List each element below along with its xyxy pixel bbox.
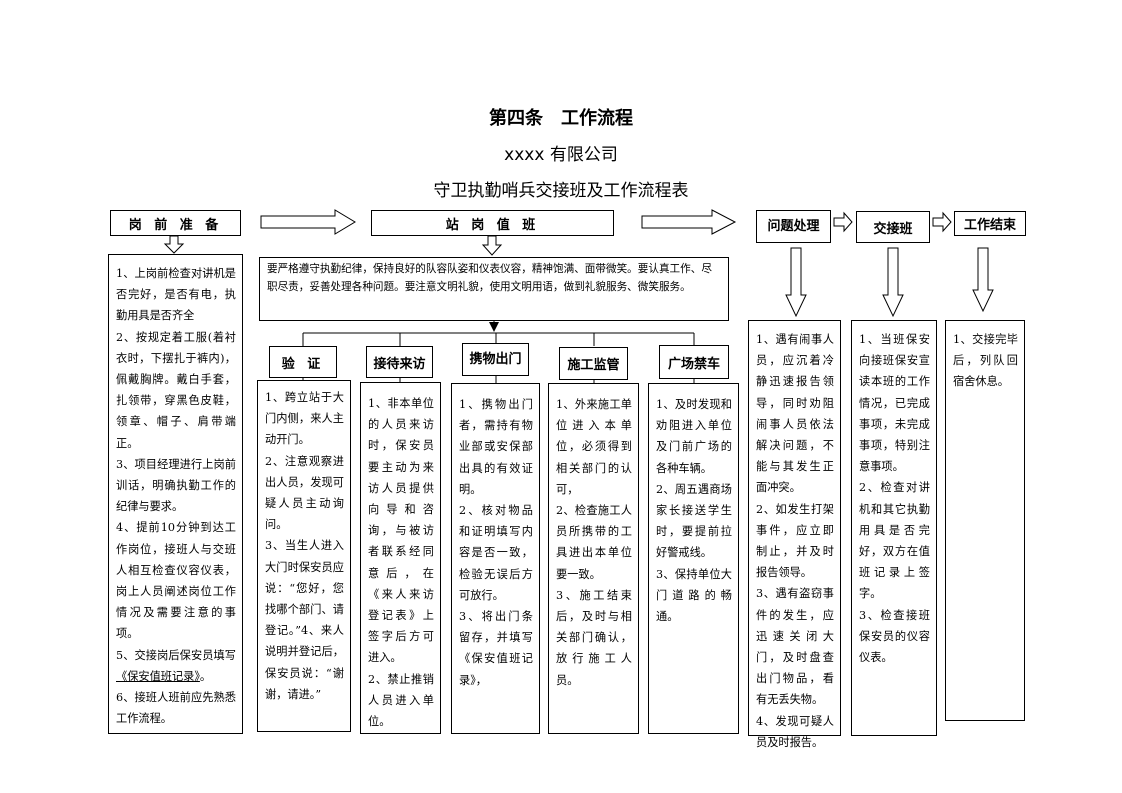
construction-list: 1、外来施工单位进入本单位，必须得到相关部门的认可， 2、检查施工人员所携带的工… [548, 383, 639, 734]
list-item: 2、按规定着工服(着衬衣时，下摆扎于裤内)，佩戴胸牌。戴白手套，扎领带，穿黑色皮… [116, 330, 236, 450]
company-name: xxxx 有限公司 [504, 145, 618, 165]
list-item: 1、遇有闹事人员，应沉着冷静迅速报告领导，同时劝阻闹事人员依法解决问题，不能与其… [756, 333, 834, 495]
list-item-text: 5、交接岗后保安员填写 [116, 648, 236, 662]
list-item: 1、上岗前检查对讲机是否完好，是否有电，执勤用具是否齐全 [116, 267, 236, 323]
list-item: 4、提前10分钟到达工作岗位，接班人与交班人相互检查仪容仪表，岗上人员阐述岗位工… [116, 521, 236, 641]
substage-goods: 携物出门 [462, 343, 529, 376]
substage-construction: 施工监管 [559, 347, 628, 380]
problem-list: 1、遇有闹事人员，应沉着冷静迅速报告领导，同时劝阻闹事人员依法解决问题，不能与其… [748, 320, 841, 749]
list-item: 1、携物出门者，需持有物业部或安保部出具的有效证明。 [459, 398, 533, 496]
down-arrow-icon [882, 247, 904, 318]
duty-requirements: 要严格遵守执勤纪律，保持良好的队容队姿和仪表仪容，精神饱满、面带微笑。要认真工作… [259, 257, 729, 321]
end-list: 1、交接完毕后，列队回宿舍休息。 [945, 320, 1025, 721]
list-item: 2、禁止推销人员进入单位。 [368, 672, 434, 729]
list-item: 1、交接完毕后，列队回宿舍休息。 [953, 333, 1018, 389]
list-item: 2、周五遇商场家长接送学生时，要提前拉好警戒线。 [656, 482, 732, 560]
plaza-list: 1、及时发现和劝阻进入单位及门前广场的各种车辆。 2、周五遇商场家长接送学生时，… [648, 383, 739, 734]
list-item: 1、外来施工单位进入本单位，必须得到相关部门的认可， [556, 398, 632, 496]
article-title: 第四条 工作流程 [489, 108, 633, 129]
list-item-text: 。 [199, 669, 212, 683]
right-arrow-icon [932, 211, 952, 233]
visitor-list: 1、非本单位的人员来访时，保安员要主动为来访人员提供向导和咨询，与被访者联系经同… [360, 382, 441, 734]
list-item: 1、跨立站于大门内侧，来人主动开门。 [265, 391, 344, 447]
list-item: 3、施工结束后，及时与相关部门确认，放行施工人员。 [556, 588, 632, 687]
stage-end: 工作结束 [954, 211, 1026, 236]
list-item: 1、及时发现和劝阻进入单位及门前广场的各种车辆。 [656, 398, 732, 475]
list-item: 6、接班人班前应先熟悉工作流程。 [116, 691, 236, 726]
down-arrow-icon [481, 235, 503, 256]
right-arrow-icon [833, 211, 853, 233]
stage-on-duty: 站 岗 值 班 [371, 210, 614, 236]
down-arrow-icon [972, 247, 994, 313]
goods-list: 1、携物出门者，需持有物业部或安保部出具的有效证明。 2、核对物品和证明填写内容… [451, 383, 540, 734]
arrow-head-icon [489, 322, 499, 332]
list-item: 3、保持单位大门道路的畅通。 [656, 567, 732, 624]
stage-pre-post: 岗 前 准 备 [110, 210, 241, 236]
list-item: 3、将出门条留存，并填写《保安值班记录》， [459, 610, 533, 687]
list-item: 3、检查接班保安员的仪容仪表。 [859, 608, 930, 665]
stage-problem: 问题处理 [756, 210, 831, 243]
list-item: 2、检查对讲机和其它执勤用具是否完好，双方在值班记录上签字。 [859, 481, 930, 601]
list-item: 5、交接岗后保安员填写《保安值班记录》。 [116, 645, 236, 687]
list-item: 2、核对物品和证明填写内容是否一致，检验无误后方可放行。 [459, 504, 533, 602]
down-arrow-icon [785, 247, 807, 318]
list-item: 2、检查施工人员所携带的工具进出本单位要一致。 [556, 504, 632, 581]
substage-verify: 验 证 [269, 346, 337, 378]
pre-post-list: 1、上岗前检查对讲机是否完好，是否有电，执勤用具是否齐全 2、按规定着工服(着衬… [108, 254, 243, 734]
list-item: 3、遇有盗窃事件的发生，应迅速关闭大门，及时盘查出门物品，看有无丢失物。 [756, 587, 834, 707]
substage-visitors: 接待来访 [366, 346, 433, 378]
down-arrow-icon [163, 235, 185, 254]
handover-list: 1、当班保安向接班保安宣读本班的工作情况，已完成事项，未完成事项，特别注意事项。… [851, 320, 937, 736]
list-item: 2、注意观察进出人员，发现可疑人员主动询问。 [265, 454, 344, 532]
list-item: 1、当班保安向接班保安宣读本班的工作情况，已完成事项，未完成事项，特别注意事项。 [859, 333, 930, 474]
list-item: 1、非本单位的人员来访时，保安员要主动为来访人员提供向导和咨询，与被访者联系经同… [368, 397, 434, 665]
list-item: 4、发现可疑人员及时报告。 [756, 714, 834, 749]
record-form-name: 《保安值班记录》 [116, 669, 200, 683]
list-item: 3、项目经理进行上岗前训话，明确执勤工作的纪律与要求。 [116, 457, 236, 514]
substage-plaza: 广场禁车 [659, 345, 729, 379]
right-arrow-icon [641, 209, 737, 235]
list-item: 3、当生人进入大门时保安员应说：“您好，您找哪个部门、请登记。”4、来人说明并登… [265, 539, 344, 701]
stage-handover: 交接班 [856, 211, 930, 243]
right-arrow-icon [260, 209, 356, 235]
verify-list: 1、跨立站于大门内侧，来人主动开门。 2、注意观察进出人员，发现可疑人员主动询问… [257, 380, 351, 732]
list-item: 2、如发生打架事件，应立即制止，并及时报告领导。 [756, 502, 834, 580]
table-title: 守卫执勤哨兵交接班及工作流程表 [433, 181, 689, 201]
